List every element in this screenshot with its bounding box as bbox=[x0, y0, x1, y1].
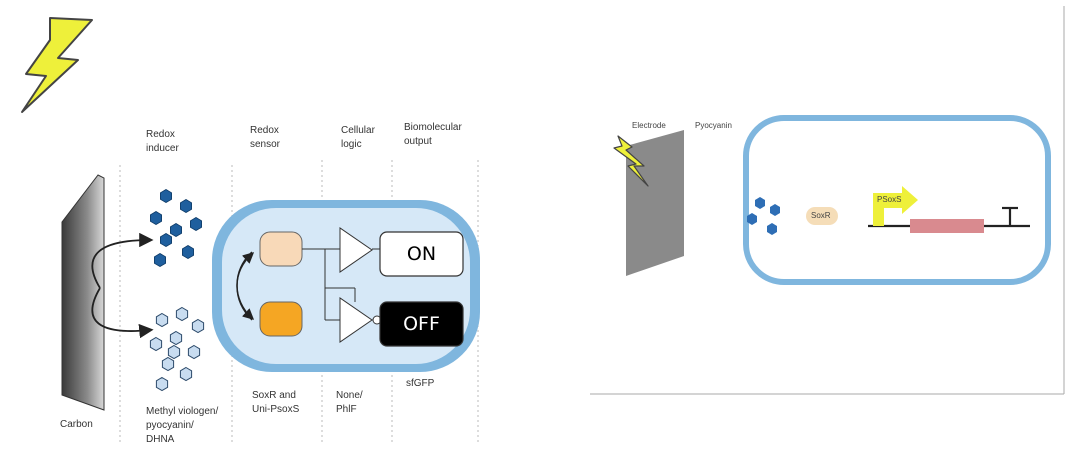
column-header-redox-inducer: Redox inducer bbox=[146, 129, 179, 154]
reduced-mediator-hexagon bbox=[155, 376, 169, 392]
reduced-mediator-hexagon bbox=[191, 318, 205, 334]
column-header-biomolecular-output: Biomolecular output bbox=[404, 122, 462, 147]
oxidized-mediators bbox=[149, 189, 203, 267]
output-components-label: sfGFP bbox=[406, 378, 435, 389]
right-panel bbox=[590, 6, 1065, 395]
carbon-label: Carbon bbox=[60, 419, 93, 430]
psoxs-promoter-label: PSoxS bbox=[877, 195, 902, 204]
soxr-label: SoxR bbox=[811, 211, 831, 220]
redox-sensor-active bbox=[259, 231, 303, 267]
pyocyanin-molecules bbox=[747, 197, 780, 235]
reduced-mediator-hexagon bbox=[155, 312, 169, 328]
reduced-mediator-hexagon bbox=[161, 356, 175, 372]
left-panel bbox=[21, 17, 480, 445]
reduced-mediators bbox=[149, 306, 205, 392]
redox-sensor-inactive bbox=[259, 301, 303, 337]
carbon-electrode bbox=[61, 174, 105, 411]
oxidized-mediator-hexagon bbox=[169, 223, 183, 237]
oxidized-mediator-hexagon bbox=[179, 199, 193, 213]
not-gate-off bbox=[339, 297, 373, 343]
soxr-protein bbox=[806, 207, 838, 225]
reduced-mediator-hexagon bbox=[167, 344, 181, 360]
sensor-switch-arrow-up bbox=[236, 252, 255, 321]
logic-components-label: None/ PhlF bbox=[336, 390, 363, 415]
pyocyanin-label: Pyocyanin bbox=[695, 121, 732, 130]
reduced-mediator-hexagon bbox=[187, 344, 201, 360]
reduced-mediator-hexagon bbox=[149, 336, 163, 352]
reduced-mediator-hexagon bbox=[169, 330, 183, 346]
oxidized-mediator-hexagon bbox=[181, 245, 195, 259]
on-output-box bbox=[379, 231, 464, 277]
off-output-box bbox=[379, 301, 464, 347]
reduced-mediator-hexagon bbox=[179, 366, 193, 382]
off-state-text: OFF bbox=[403, 313, 440, 335]
buffer-gate-on bbox=[339, 227, 373, 273]
column-header-cellular-logic: Cellular logic bbox=[341, 125, 375, 150]
oxidized-mediator-hexagon bbox=[189, 217, 203, 231]
electrode-slab bbox=[626, 130, 684, 276]
reduced-mediator-hexagon bbox=[175, 306, 189, 322]
electrode-label: Electrode bbox=[632, 121, 666, 130]
gene-coding-sequence bbox=[910, 219, 984, 233]
promoter-arrow-icon bbox=[873, 186, 918, 226]
oxidized-mediator-hexagon bbox=[159, 233, 173, 247]
oxidized-mediator-hexagon bbox=[153, 253, 167, 267]
sensor-components-label: SoxR and Uni-PsoxS bbox=[252, 390, 300, 415]
column-header-redox-sensor: Redox sensor bbox=[250, 125, 281, 150]
small-lightning-icon bbox=[613, 135, 649, 187]
reduction-arrow bbox=[91, 232, 154, 289]
lightning-bolt-icon bbox=[21, 17, 93, 113]
oxidized-mediator-hexagon bbox=[159, 189, 173, 203]
oxidized-mediator-hexagon bbox=[149, 211, 163, 225]
logic-wiring bbox=[302, 248, 380, 321]
mediators-label: Methyl viologen/ pyocyanin/ DHNA bbox=[146, 406, 219, 445]
oxidation-arrow bbox=[91, 287, 154, 339]
on-state-text: ON bbox=[406, 243, 437, 265]
